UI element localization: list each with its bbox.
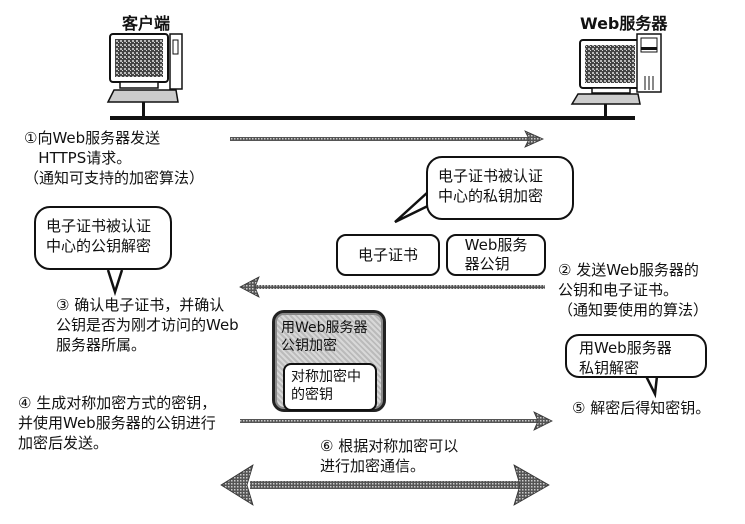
- bubble-ca-public-key: 电子证书被认证 中心的公钥解密: [34, 206, 172, 270]
- arrow-step-4: [240, 411, 553, 431]
- step-5-text: ⑤ 解密后得知密钥。: [572, 399, 711, 417]
- step-6-text: ⑥ 根据对称加密可以 进行加密通信。: [320, 437, 459, 475]
- server-computer-icon: [570, 33, 662, 117]
- client-computer-icon: [106, 33, 183, 116]
- encrypted-wrapper-label: 用Web服务器 公钥加密: [281, 320, 368, 354]
- bubble-server-private-key: 用Web服务器 私钥解密: [565, 334, 707, 378]
- client-label: 客户端: [122, 14, 171, 33]
- server-label: Web服务器: [580, 14, 668, 33]
- step-1-text: ①向Web服务器发送 HTTPS请求。 （通知可支持的加密算法）: [24, 129, 205, 187]
- bubble-tail-ca-private: [394, 191, 437, 224]
- certificate-box: 电子证书: [336, 234, 440, 276]
- arrow-step-6: [220, 464, 550, 506]
- server-public-key-box: Web服务 器公钥: [446, 234, 546, 276]
- step-2-text: ② 发送Web服务器的 公钥和电子证书。 （通知要使用的算法）: [558, 261, 709, 319]
- encrypted-key-package: 用Web服务器 公钥加密 对称加密中 的密钥: [272, 310, 386, 412]
- bubble-ca-private-key: 电子证书被认证 中心的私钥加密: [426, 156, 574, 220]
- network-line: [110, 116, 635, 120]
- arrow-step-1: [230, 130, 544, 148]
- step-3-text: ③ 确认电子证书，并确认 公钥是否为刚才访问的Web 服务器所属。: [56, 296, 239, 354]
- bubble-tail-ca-public: [106, 269, 124, 297]
- bubble-tail-server-private: [644, 375, 659, 399]
- step-4-text: ④ 生成对称加密方式的密钥， 并使用Web服务器的公钥进行 加密后发送。: [18, 394, 217, 452]
- symmetric-key-box: 对称加密中 的密钥: [283, 363, 377, 411]
- arrow-step-2: [239, 276, 545, 298]
